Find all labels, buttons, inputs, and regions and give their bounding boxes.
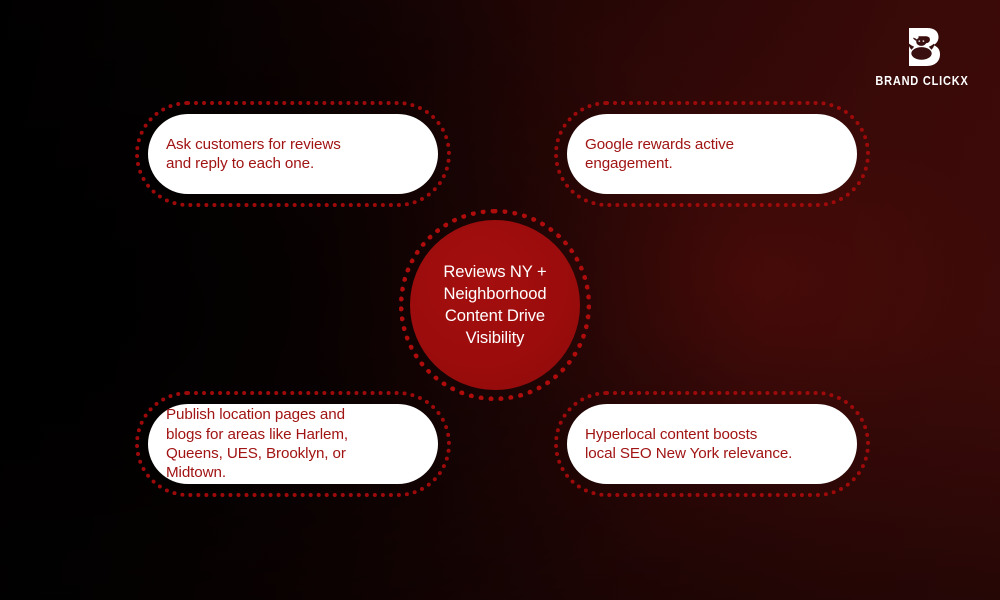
hub-title: Reviews NY + Neighborhood Content Drive … [443,261,547,348]
card-bottom-left-text: Publish location pages and blogs for are… [166,406,349,482]
brand-logo: BRAND CLICKX [868,26,976,88]
card-ring-top-right [554,101,870,207]
hub-circle: Reviews NY + Neighborhood Content Drive … [410,220,580,390]
card-ring-bottom-right [554,391,870,497]
card-ring-top-left [135,101,451,207]
card-bottom-right-text: Hyperlocal content boosts local SEO New … [585,425,793,462]
card-bottom-right: Hyperlocal content boosts local SEO New … [567,404,857,484]
logo-wordmark: BRAND CLICKX [875,74,969,88]
logo-mark [897,26,947,68]
bull-head-icon [908,37,935,60]
card-top-left-text: Ask customers for reviews and reply to e… [166,135,341,172]
card-bottom-left: Publish location pages and blogs for are… [148,404,438,484]
card-ring-bottom-left [135,391,451,497]
card-top-left: Ask customers for reviews and reply to e… [148,114,438,194]
card-top-right-text: Google rewards active engagement. [585,135,735,172]
hub-dotted-ring [399,209,591,401]
logo-b-icon [908,28,940,66]
card-top-right: Google rewards active engagement. [567,114,857,194]
